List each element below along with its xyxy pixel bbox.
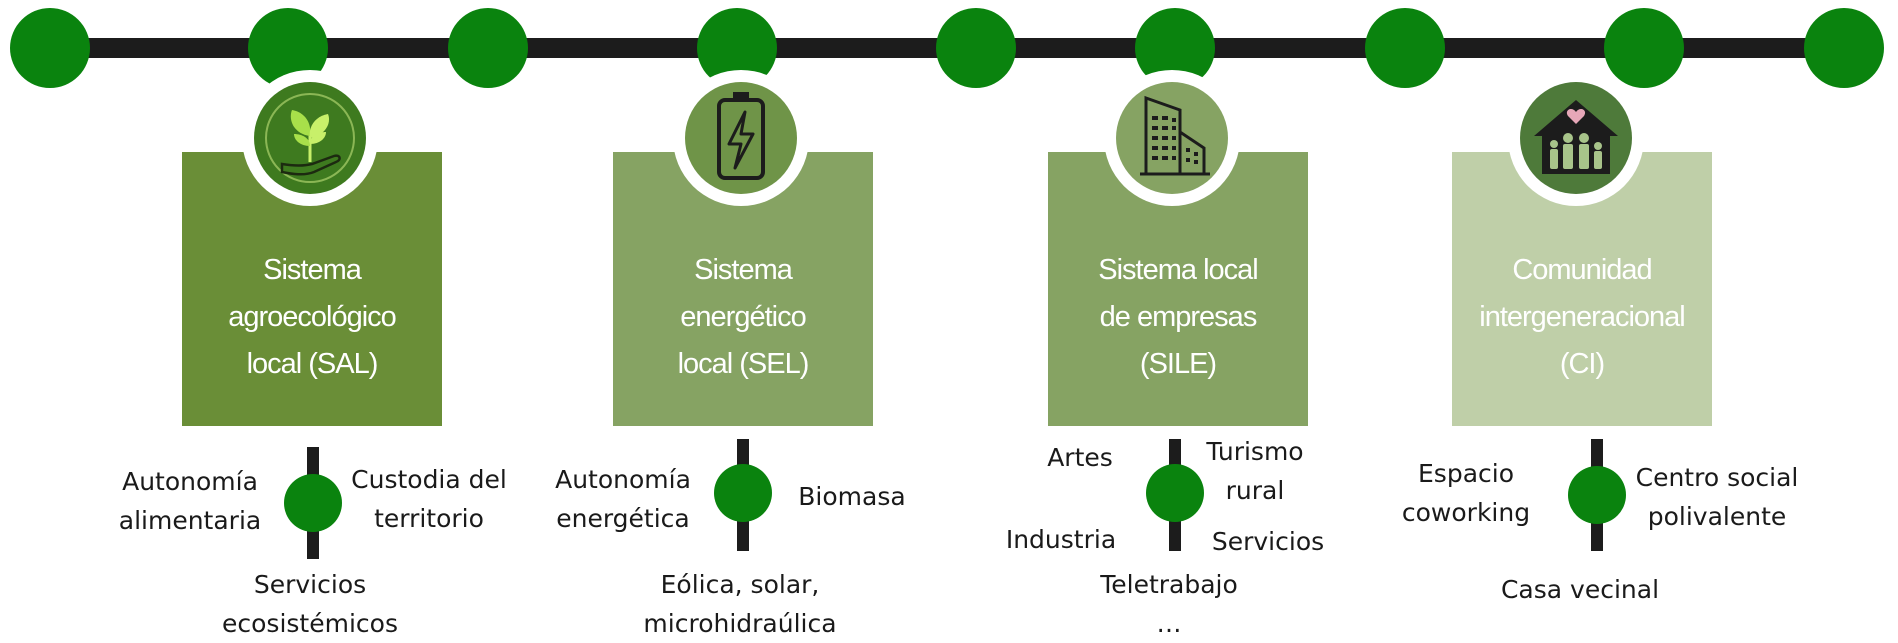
label: Servicios ecosistémicos <box>222 570 398 638</box>
timeline-dot <box>10 8 90 88</box>
label: Teletrabajo … <box>1100 570 1238 638</box>
card-title: Sistema agroecológico local (SAL) <box>228 254 397 380</box>
label: Autonomía energética <box>555 465 691 533</box>
timeline-dot <box>448 8 528 88</box>
card-title: Comunidad intergeneracional (CI) <box>1479 254 1685 380</box>
label: Turismo rural <box>1206 437 1304 505</box>
icon-badge <box>242 70 378 206</box>
label: Custodia del territorio <box>351 465 507 533</box>
label: Casa vecinal <box>1500 575 1660 604</box>
card-ci: Comunidad intergeneracional (CI) <box>1452 152 1712 426</box>
label: Servicios <box>1211 527 1325 556</box>
battery-icon <box>717 92 765 180</box>
label: Centro social polivalente <box>1635 463 1799 531</box>
icon-badge <box>1508 70 1644 206</box>
icon-badge <box>673 70 809 206</box>
label: Biomasa <box>798 482 906 511</box>
label: Artes <box>1047 443 1113 472</box>
label: Espacio coworking <box>1401 459 1531 527</box>
card-title: Sistema energético local (SEL) <box>677 254 810 380</box>
label: Autonomía alimentaria <box>118 467 262 535</box>
timeline-dot <box>1804 8 1884 88</box>
card-title: Sistema local de empresas (SILE) <box>1098 254 1258 380</box>
icon-badge <box>1104 70 1240 206</box>
timeline-dot <box>936 8 1016 88</box>
family-house-icon <box>1534 100 1618 174</box>
label: Eólica, solar, microhidraúlica <box>643 570 837 638</box>
buildings-icon <box>1140 95 1210 176</box>
timeline-dot <box>1604 8 1684 88</box>
plant-in-hand-icon <box>265 93 355 183</box>
timeline-dot <box>1365 8 1445 88</box>
label: Industria <box>1005 525 1117 554</box>
card-sal: Sistema agroecológico local (SAL) <box>182 152 442 426</box>
